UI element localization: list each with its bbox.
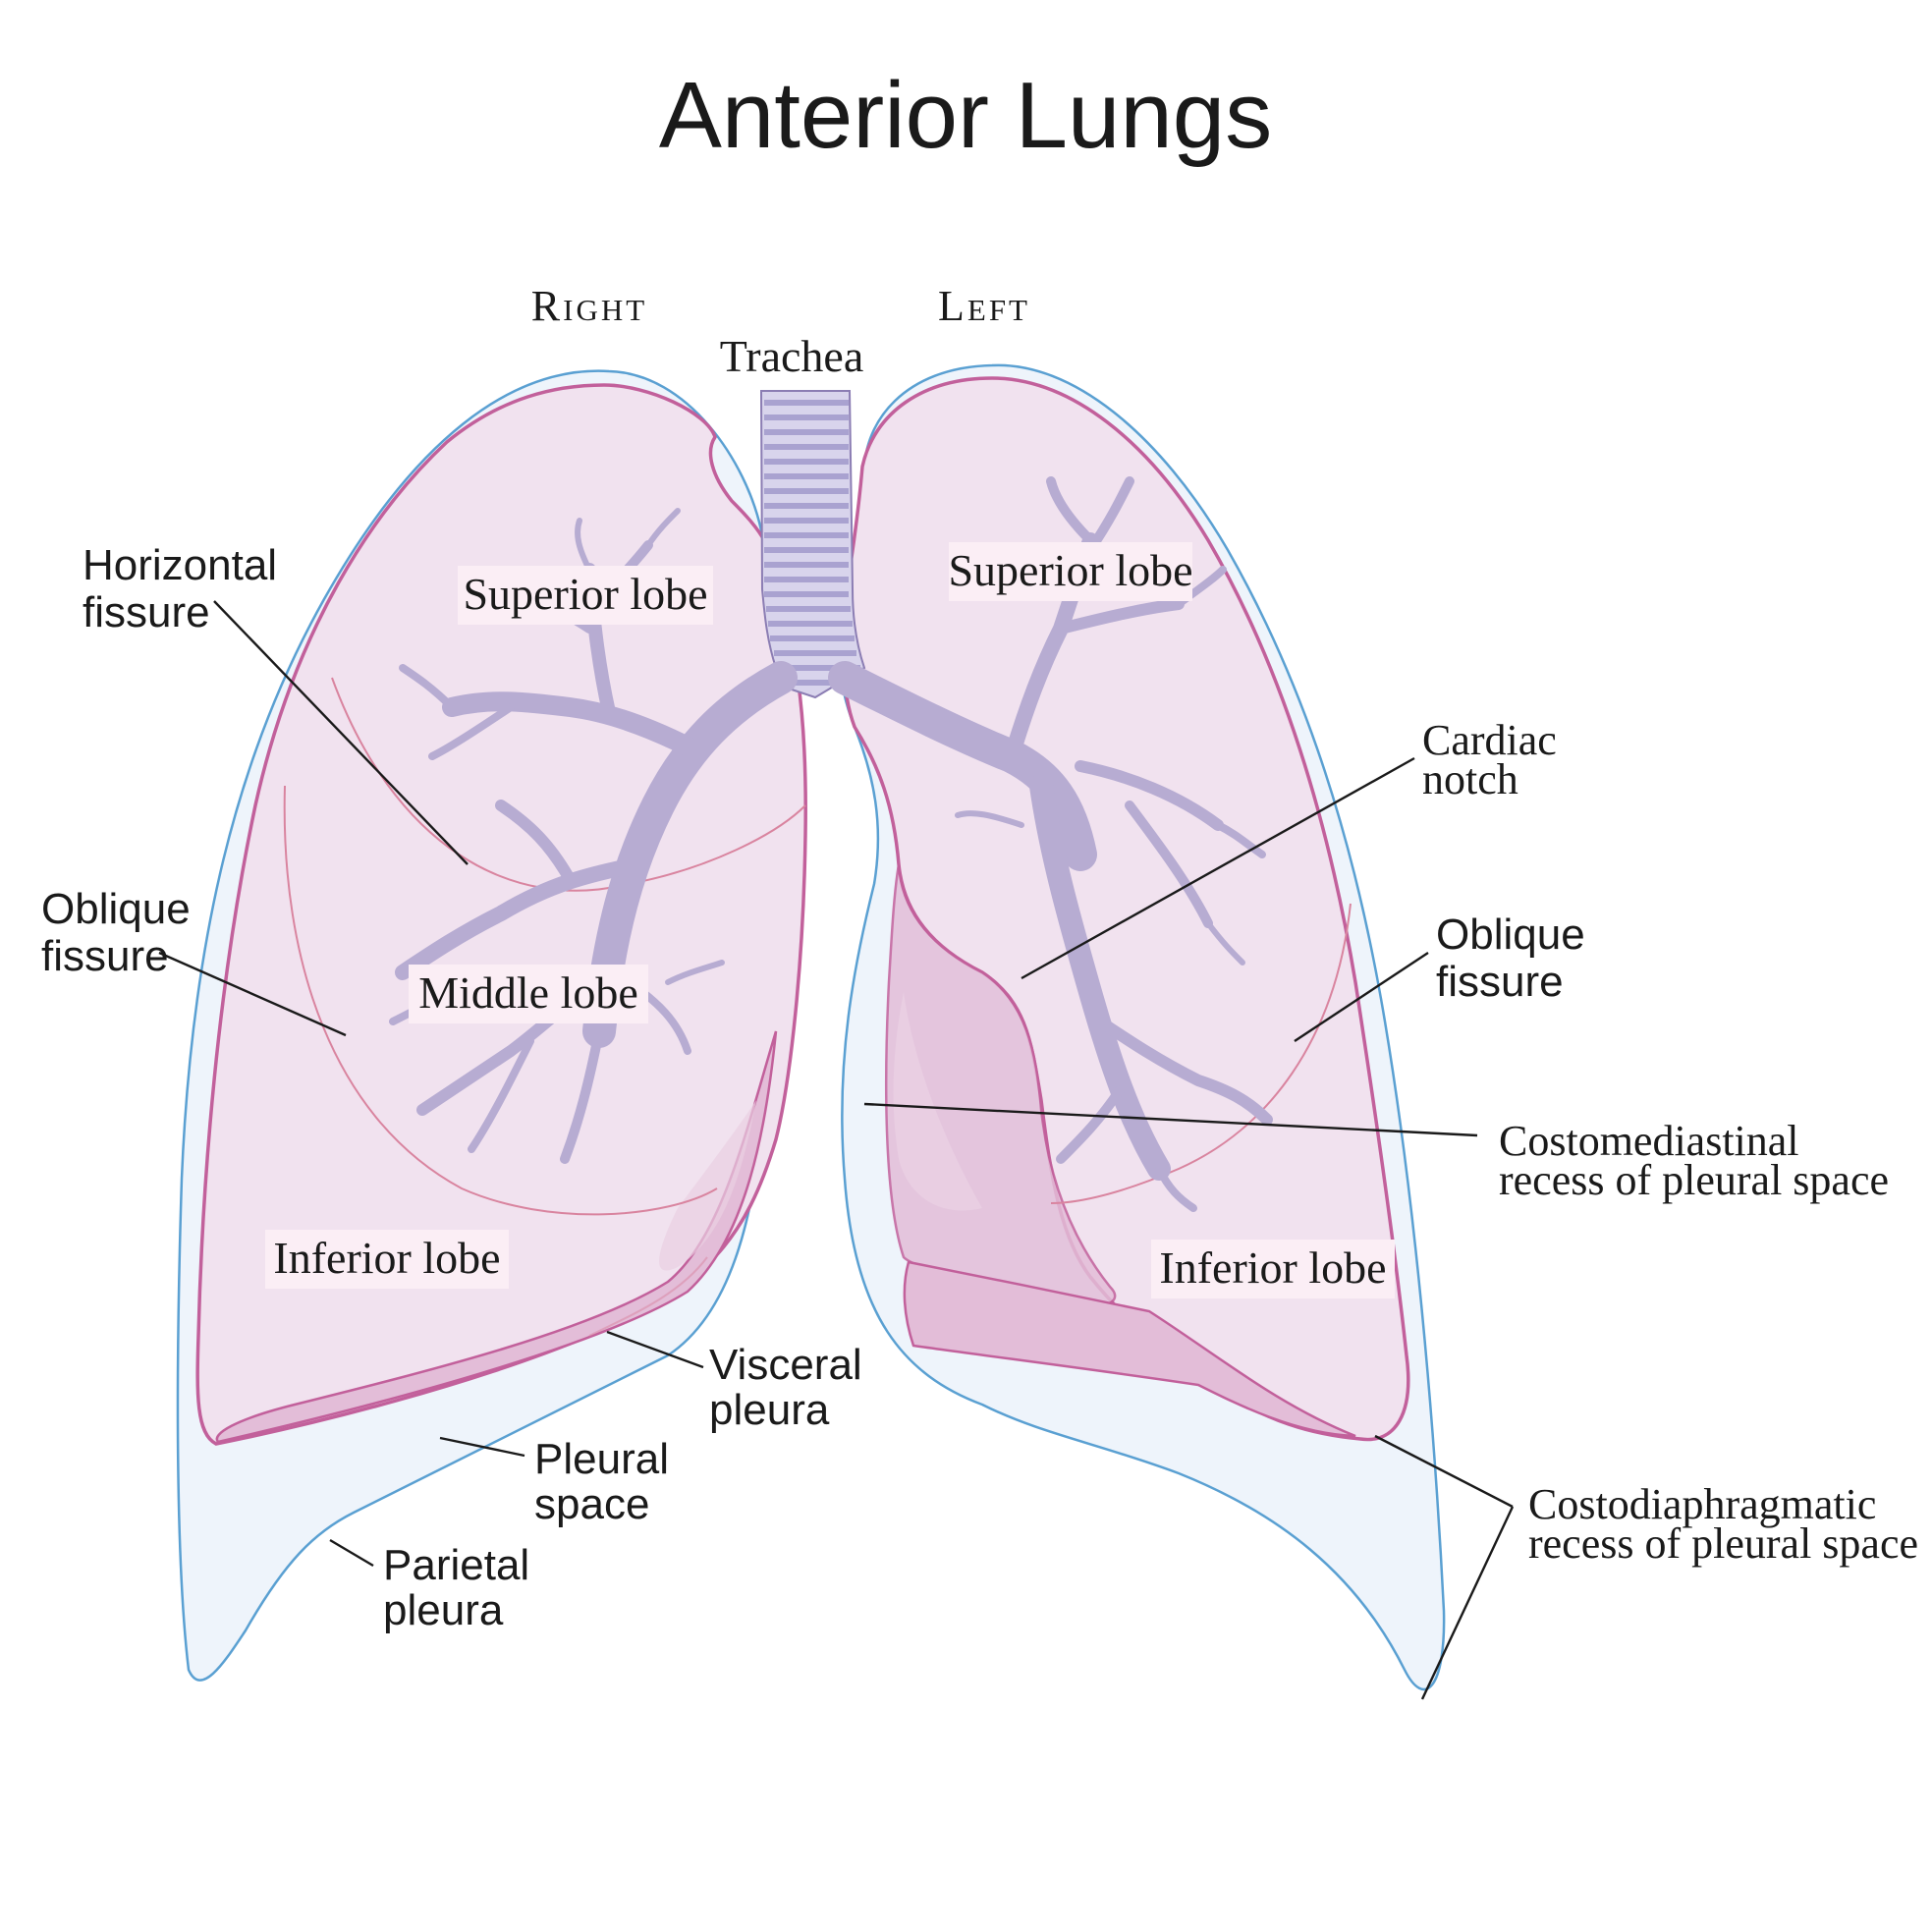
left-lung-group (837, 363, 1446, 1691)
horizontal-fissure-leader (213, 600, 469, 865)
right-side-label: Right (531, 282, 647, 330)
right-inferior-lobe-label-bg (265, 1230, 509, 1289)
right-recess-highlight (659, 1100, 756, 1271)
left-recess-highlight (893, 992, 982, 1211)
oblique-fissure-right-callout: Oblique fissure (41, 885, 202, 980)
right-middle-lobe-label: Middle lobe (418, 967, 638, 1018)
oblique-fissure-right-leader (158, 951, 347, 1037)
left-inferior-lobe-label: Inferior lobe (1159, 1242, 1386, 1293)
bronchial-tree (389, 390, 1273, 1212)
callouts-left: Horizontal fissure Oblique fissure Visce… (41, 541, 874, 1634)
right-superior-lobe-label: Superior lobe (463, 569, 707, 619)
left-inferior-lobe-label-bg (1151, 1240, 1395, 1298)
visceral-pleura-leader (606, 1330, 704, 1369)
costomediastinal-recess-callout: Costomediastinal recess of pleural space (1499, 1117, 1889, 1204)
costodiaphragmatic-recess-callout: Costodiaphragmatic recess of pleural spa… (1528, 1480, 1918, 1568)
left-superior-lobe-label-bg (949, 542, 1192, 601)
parietal-pleura-leader (329, 1538, 374, 1568)
right-inferior-lobe-label: Inferior lobe (273, 1233, 500, 1283)
pleural-space-leader (439, 1436, 525, 1458)
left-superior-lobe-label: Superior lobe (948, 545, 1192, 595)
right-lung-group (176, 369, 807, 1682)
trachea-rings (764, 400, 860, 686)
right-middle-lobe-label-bg (409, 965, 648, 1023)
oblique-fissure-left-callout: Oblique fissure (1436, 911, 1597, 1006)
right-costodiaphragmatic-recess (215, 1030, 778, 1444)
lobe-labels: Superior lobe Middle lobe Inferior lobe … (265, 331, 1395, 1298)
left-oblique-fissure (1050, 903, 1352, 1204)
right-oblique-fissure (283, 785, 718, 1216)
left-costodiaphragmatic-recess (903, 1260, 1356, 1438)
oblique-fissure-left-leader (1294, 951, 1429, 1043)
costodiaphragmatic-recess-leader-upper (1374, 1434, 1514, 1509)
left-side-label: Left (938, 282, 1030, 330)
pleural-space-callout: Pleural space (534, 1435, 681, 1528)
right-horizontal-fissure (331, 677, 806, 892)
diagram-title: Anterior Lungs (659, 63, 1272, 168)
cardiac-notch-leader (1021, 756, 1415, 980)
parietal-pleura-callout: Parietal pleura (383, 1541, 541, 1634)
costomediastinal-recess-leader (863, 1102, 1478, 1137)
trachea-label: Trachea (720, 331, 863, 381)
visceral-pleura-callout: Visceral pleura (709, 1341, 874, 1434)
cardiac-notch-callout: Cardiac notch (1422, 716, 1568, 803)
left-bronchi (828, 476, 1273, 1212)
right-superior-lobe-label-bg (458, 566, 713, 625)
callouts-right: Cardiac notch Oblique fissure Costomedia… (863, 716, 1918, 1700)
costodiaphragmatic-recess-leader-lower (1420, 1506, 1515, 1700)
right-visceral-pleura-edge (588, 1256, 708, 1337)
horizontal-fissure-callout: Horizontal fissure (83, 541, 289, 636)
